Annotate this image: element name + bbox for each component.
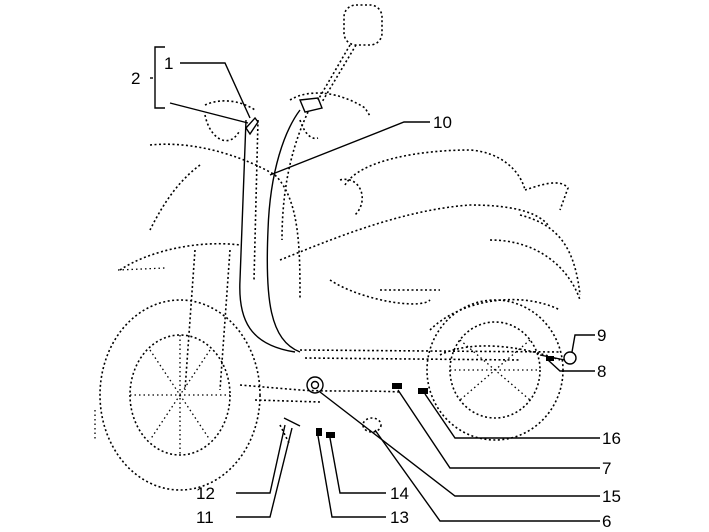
callout-16: 16 <box>602 429 621 448</box>
callout-2: 2 <box>131 69 140 88</box>
leader-lines <box>150 46 600 522</box>
callout-11: 11 <box>196 508 214 527</box>
callout-13: 13 <box>390 508 409 527</box>
callout-6: 6 <box>602 512 611 531</box>
part-16-clip <box>418 388 428 394</box>
callout-15: 15 <box>602 487 621 506</box>
part-7-clip <box>392 383 402 389</box>
callout-10: 10 <box>433 113 452 132</box>
part-8-cable-end <box>539 354 566 361</box>
mirror <box>343 4 383 46</box>
scooter-outline <box>94 4 581 491</box>
callout-12: 12 <box>196 484 215 503</box>
callout-1: 1 <box>164 54 173 73</box>
cable-part-1 <box>245 116 259 136</box>
part-14-clip <box>326 432 335 438</box>
part-15-grommet <box>306 376 324 394</box>
part-6-grommet <box>362 417 382 433</box>
part-11-screw <box>283 417 301 427</box>
cable-part-10 <box>298 97 323 113</box>
callout-labels: 1 2 10 9 8 16 7 15 6 12 11 14 13 <box>131 54 621 531</box>
callout-9: 9 <box>597 326 606 345</box>
part-13-nut <box>316 428 322 436</box>
part-9-clamp <box>563 351 577 365</box>
callout-14: 14 <box>390 484 409 503</box>
front-wheel <box>99 299 261 491</box>
callout-8: 8 <box>597 362 606 381</box>
callout-7: 7 <box>602 459 611 478</box>
